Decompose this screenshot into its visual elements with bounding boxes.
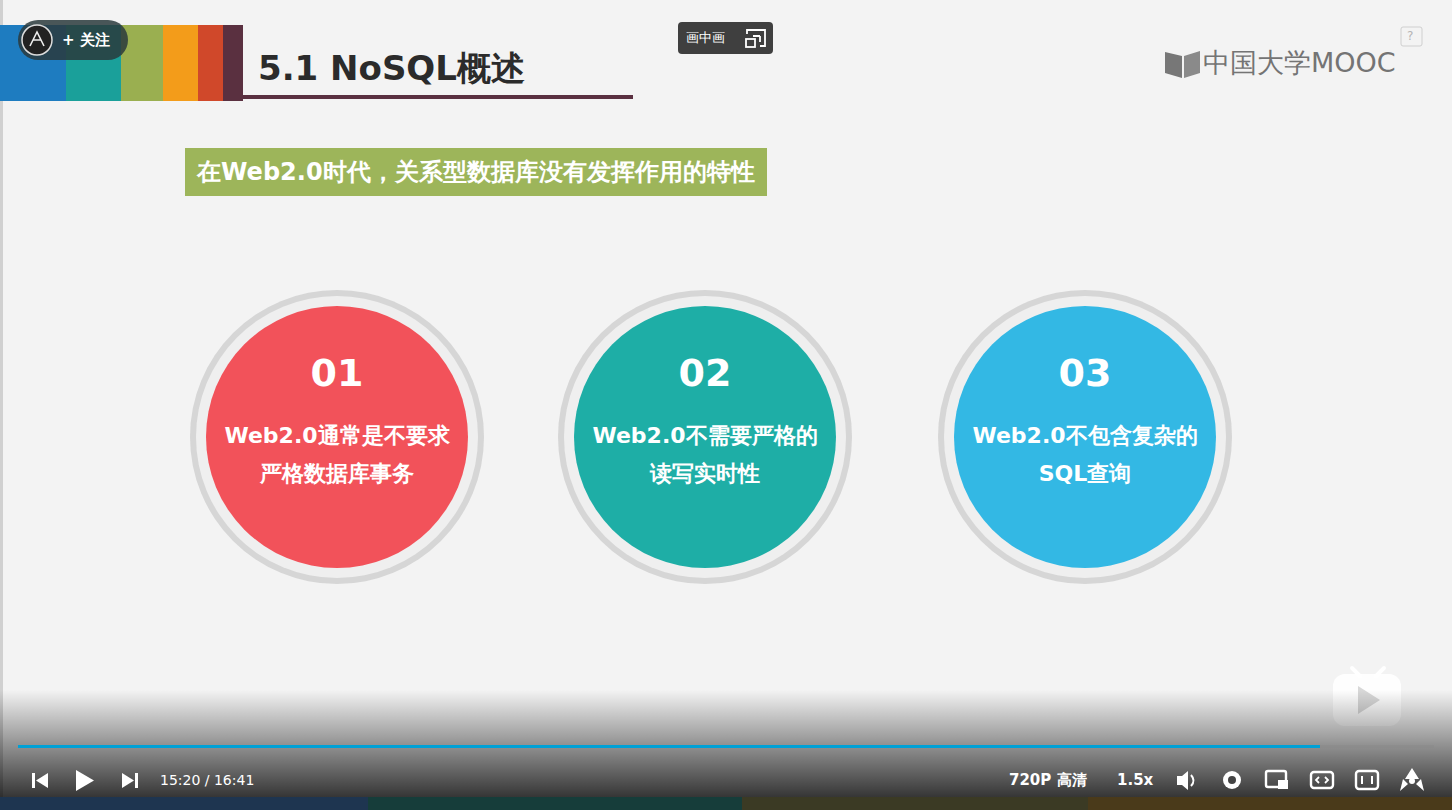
help-box [1401, 27, 1422, 46]
feature-circle: 02Web2.0不需要严格的读写实时性 [557, 289, 853, 585]
time-display: 15:20 / 16:41 [160, 772, 254, 789]
help-mark: ? [1407, 29, 1413, 43]
thumbnail-strip [0, 797, 1452, 810]
frame-edge [0, 0, 3, 797]
speed-label: 1.5x [1117, 771, 1153, 789]
follow-label: + 关注 [62, 31, 110, 49]
feature-circle: 01Web2.0通常是不要求严格数据库事务 [189, 289, 485, 585]
player-icons [32, 768, 1424, 791]
avatar [22, 25, 52, 55]
outer-ring [558, 290, 852, 584]
title-underline [243, 95, 633, 99]
circle-body: Web2.0不包含复杂的SQL查询 [972, 417, 1198, 493]
logo-text: 中国大学MOOC [1203, 47, 1396, 79]
heading-band: 在Web2.0时代，关系型数据库没有发挥作用的特性 [185, 148, 767, 196]
control-shade [0, 690, 1452, 797]
inner-ring [196, 296, 478, 578]
circle-fill [954, 306, 1216, 568]
outer-ring [190, 290, 484, 584]
band-heading: 在Web2.0时代，关系型数据库没有发挥作用的特性 [197, 156, 755, 188]
slide-title: 5.1 NoSQL概述 [258, 46, 525, 92]
circle-number: 03 [937, 351, 1233, 395]
pip-icon [746, 30, 765, 47]
quality-label: 720P 高清 [1009, 771, 1087, 789]
feature-circle: 03Web2.0不包含复杂的SQL查询 [937, 289, 1233, 585]
circle-number: 01 [189, 351, 485, 395]
inner-ring [564, 296, 846, 578]
pip-label: 画中画 [686, 30, 725, 46]
follow-button [18, 20, 128, 60]
progress-track [18, 745, 1434, 748]
logo-icon [1165, 51, 1200, 78]
circle-body: Web2.0通常是不要求严格数据库事务 [224, 417, 450, 493]
circle-fill [206, 306, 468, 568]
progress-played [18, 745, 1320, 748]
circle-number: 02 [557, 351, 853, 395]
outer-ring [938, 290, 1232, 584]
circle-body: Web2.0不需要严格的读写实时性 [592, 417, 818, 493]
circle-fill [574, 306, 836, 568]
avatar-figure [30, 32, 44, 46]
pip-button [678, 22, 773, 54]
inner-ring [944, 296, 1226, 578]
